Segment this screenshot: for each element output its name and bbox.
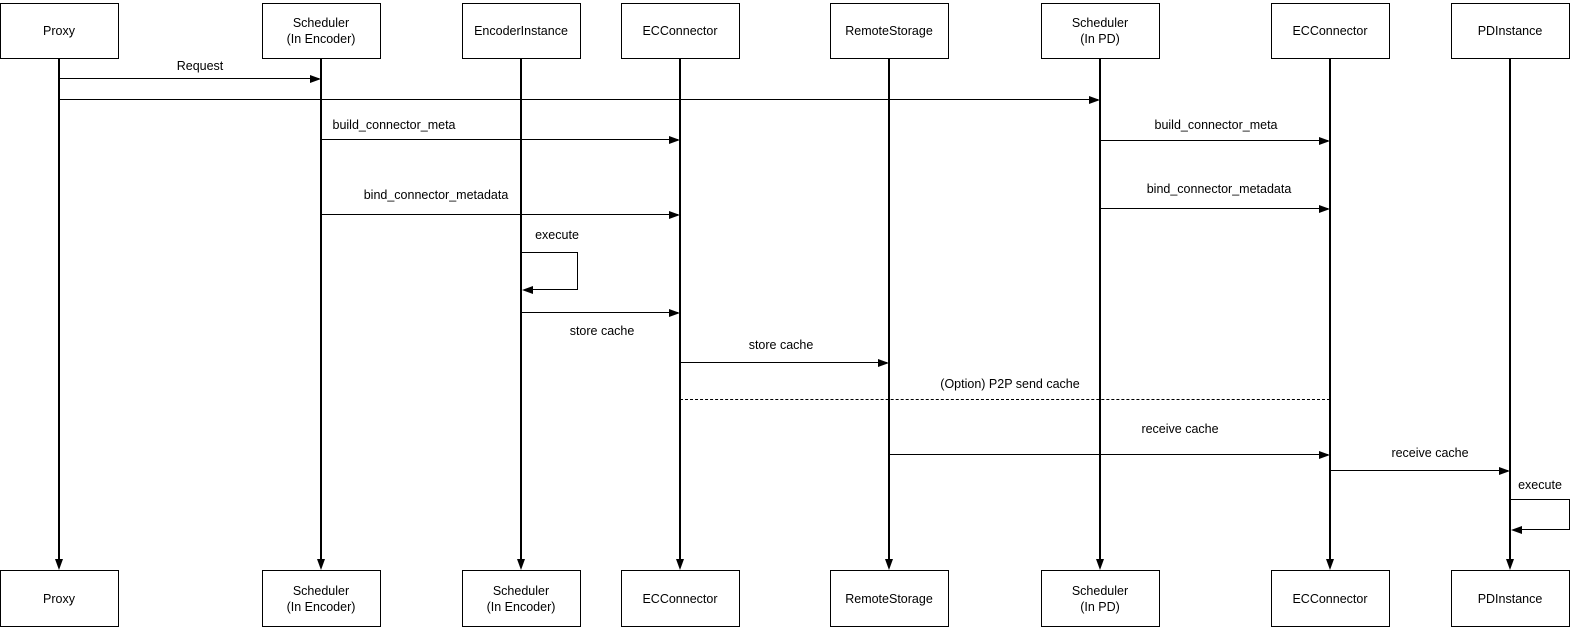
message-line-0 [59,78,319,80]
message-label-7: store cache [746,338,816,353]
message-arrowhead-4 [669,210,680,219]
lifeline-pd-instance [1509,59,1511,559]
message-line-8 [680,399,1330,401]
participant-top-label: RemoteStorage [845,24,933,38]
self-message-side-1 [1569,500,1571,530]
lifeline-remote-storage [888,59,890,559]
message-arrowhead-3 [1319,136,1330,145]
participant-bottom-label: Scheduler [1071,583,1129,598]
participant-bottom-label: ECConnector [642,591,718,606]
participant-top-box-ec-connector-encoder: ECConnector [620,3,740,59]
message-arrowhead-9 [1319,450,1330,459]
message-label-4: bind_connector_metadata [361,188,511,203]
participant-bottom-box-scheduler-in-pd: Scheduler(In PD) [1040,570,1160,627]
participant-bottom-label: (In Encoder) [286,599,356,614]
message-label-9: receive cache [1139,422,1221,437]
message-line-1 [59,99,1098,101]
lifeline-arrowhead-proxy [54,559,63,570]
participant-top-label: PDInstance [1477,24,1543,38]
message-arrowhead-7 [878,358,889,367]
participant-top-label: (In Encoder) [286,32,356,46]
participant-top-box-pd-instance: PDInstance [1450,3,1570,59]
participant-top-label: ECConnector [642,24,718,38]
message-line-10 [1330,470,1508,472]
message-arrowhead-1 [1089,95,1100,104]
participant-top-box-ec-connector-pd: ECConnector [1270,3,1390,59]
message-line-9 [889,454,1328,456]
participant-bottom-box-ec-connector-pd: ECConnector [1270,570,1390,627]
message-line-5 [1100,208,1328,210]
message-arrowhead-0 [310,74,321,83]
participant-bottom-label: Proxy [43,591,75,606]
message-label-6: store cache [567,324,637,339]
participant-bottom-box-remote-storage: RemoteStorage [829,570,949,627]
participant-bottom-box-proxy: Proxy [0,570,119,627]
message-line-4 [321,214,678,216]
participant-top-box-scheduler-in-encoder: Scheduler (In Encoder) [261,3,381,59]
self-message-bottom-0 [531,289,578,291]
message-arrowhead-6 [669,308,680,317]
message-line-3 [1100,140,1328,142]
lifeline-encoder-instance [520,59,522,559]
participant-top-box-encoder-instance: EncoderInstance [461,3,581,59]
lifeline-arrowhead-ec-connector-pd [1325,559,1334,570]
participant-bottom-box-encoder-instance: Scheduler(In Encoder) [461,570,581,627]
self-message-top-0 [521,252,578,254]
lifeline-arrowhead-pd-instance [1505,559,1514,570]
self-message-label-0: execute [533,228,581,243]
message-line-2 [321,139,678,141]
self-message-arrowhead-1 [1511,525,1522,534]
participant-bottom-label: RemoteStorage [845,591,933,606]
lifeline-proxy [58,59,60,559]
lifeline-arrowhead-encoder-instance [516,559,525,570]
message-label-8: (Option) P2P send cache [938,377,1082,392]
participant-top-label: Scheduler [1071,16,1129,30]
participant-top-box-remote-storage: RemoteStorage [829,3,949,59]
participant-bottom-label: Scheduler [292,583,350,598]
lifeline-scheduler-in-encoder [320,59,322,559]
message-label-3: build_connector_meta [1152,118,1280,133]
lifeline-arrowhead-scheduler-in-pd [1095,559,1104,570]
participant-bottom-label: Scheduler [492,583,550,598]
lifeline-arrowhead-ec-connector-encoder [675,559,684,570]
participant-top-box-proxy: Proxy [0,3,119,59]
self-message-top-1 [1510,499,1570,501]
lifeline-ec-connector-pd [1329,59,1331,559]
participant-bottom-box-ec-connector-encoder: ECConnector [620,570,740,627]
self-message-arrowhead-0 [522,285,533,294]
message-arrowhead-5 [1319,204,1330,213]
self-message-bottom-1 [1520,529,1570,531]
message-label-0: Request [174,59,226,74]
participant-top-label: (In PD) [1080,32,1120,46]
participant-bottom-label: PDInstance [1477,591,1543,606]
message-label-10: receive cache [1389,446,1471,461]
participant-bottom-label: (In PD) [1080,599,1120,614]
lifeline-arrowhead-remote-storage [884,559,893,570]
message-label-2: build_connector_meta [330,118,458,133]
lifeline-arrowhead-scheduler-in-encoder [316,559,325,570]
participant-top-label: Scheduler [292,16,350,30]
self-message-label-1: execute [1516,478,1564,493]
message-arrowhead-10 [1499,466,1510,475]
participant-bottom-box-pd-instance: PDInstance [1450,570,1570,627]
lifeline-scheduler-in-pd [1099,59,1101,559]
self-message-side-0 [577,253,579,290]
participant-top-label: Proxy [43,24,75,38]
participant-bottom-label: (In Encoder) [486,599,556,614]
message-line-7 [680,362,887,364]
message-arrowhead-2 [669,135,680,144]
participant-top-label: EncoderInstance [474,24,568,38]
message-label-5: bind_connector_metadata [1144,182,1294,197]
participant-top-label: ECConnector [1292,24,1368,38]
participant-top-box-scheduler-in-pd: Scheduler (In PD) [1040,3,1160,59]
message-line-6 [521,312,678,314]
participant-bottom-box-scheduler-in-encoder: Scheduler(In Encoder) [261,570,381,627]
participant-bottom-label: ECConnector [1292,591,1368,606]
